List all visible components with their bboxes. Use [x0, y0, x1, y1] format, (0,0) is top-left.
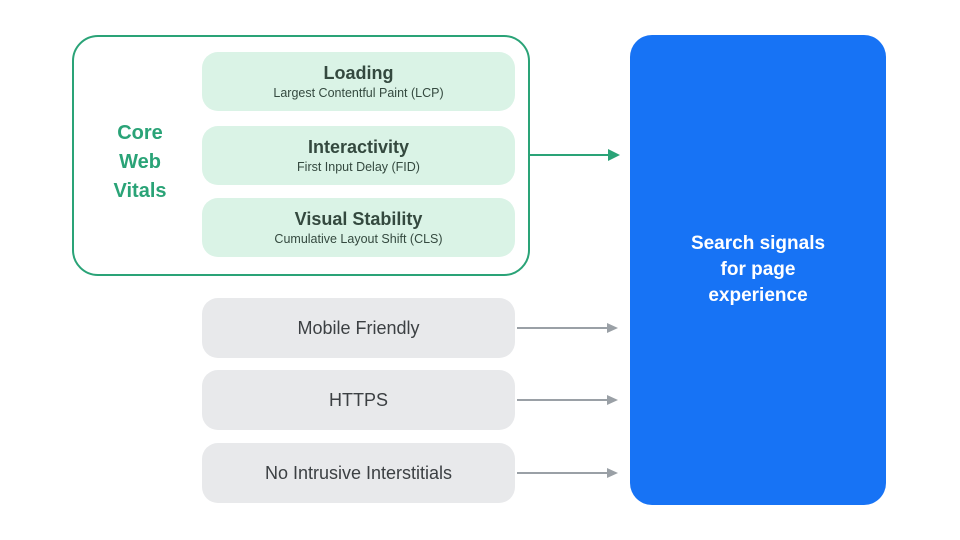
arrow-shaft [530, 154, 608, 156]
core-web-vitals-group: Loading Largest Contentful Paint (LCP) I… [72, 35, 530, 276]
arrow-head-icon [607, 395, 618, 405]
cwv-item-subtitle: First Input Delay (FID) [297, 160, 420, 174]
signal-pill-https: HTTPS [202, 370, 515, 430]
arrow-no-intrusive-interstitials-icon [517, 467, 618, 479]
cwv-item-title: Visual Stability [294, 209, 423, 229]
cwv-item-title: Interactivity [307, 137, 410, 157]
cwv-item-subtitle: Largest Contentful Paint (LCP) [273, 86, 444, 100]
arrow-mobile-friendly-icon [517, 322, 618, 334]
search-signals-title: Search signals for page experience [690, 233, 826, 306]
signal-pill-mobile-friendly: Mobile Friendly [202, 298, 515, 358]
arrow-head-icon [608, 149, 620, 161]
search-signals-panel: Search signals for page experience [630, 35, 886, 505]
arrow-shaft [517, 399, 607, 401]
signal-pill-label: HTTPS [328, 389, 388, 410]
core-web-vitals-label: Core Web Vitals [113, 122, 167, 202]
cwv-item-subtitle: Cumulative Layout Shift (CLS) [274, 232, 443, 246]
arrow-core-web-vitals-icon [530, 149, 620, 161]
signal-pill-no-intrusive-interstitials: No Intrusive Interstitials [202, 443, 515, 503]
arrow-shaft [517, 472, 607, 474]
arrow-shaft [517, 327, 607, 329]
cwv-item-title: Loading [323, 63, 394, 83]
arrow-head-icon [607, 323, 618, 333]
cwv-item-loading: Loading Largest Contentful Paint (LCP) [202, 52, 515, 111]
signal-pill-label: Mobile Friendly [297, 317, 420, 338]
cwv-item-visual-stability: Visual Stability Cumulative Layout Shift… [202, 198, 515, 257]
arrow-https-icon [517, 394, 618, 406]
cwv-item-interactivity: Interactivity First Input Delay (FID) [202, 126, 515, 185]
arrow-head-icon [607, 468, 618, 478]
signal-pill-label: No Intrusive Interstitials [264, 462, 453, 483]
